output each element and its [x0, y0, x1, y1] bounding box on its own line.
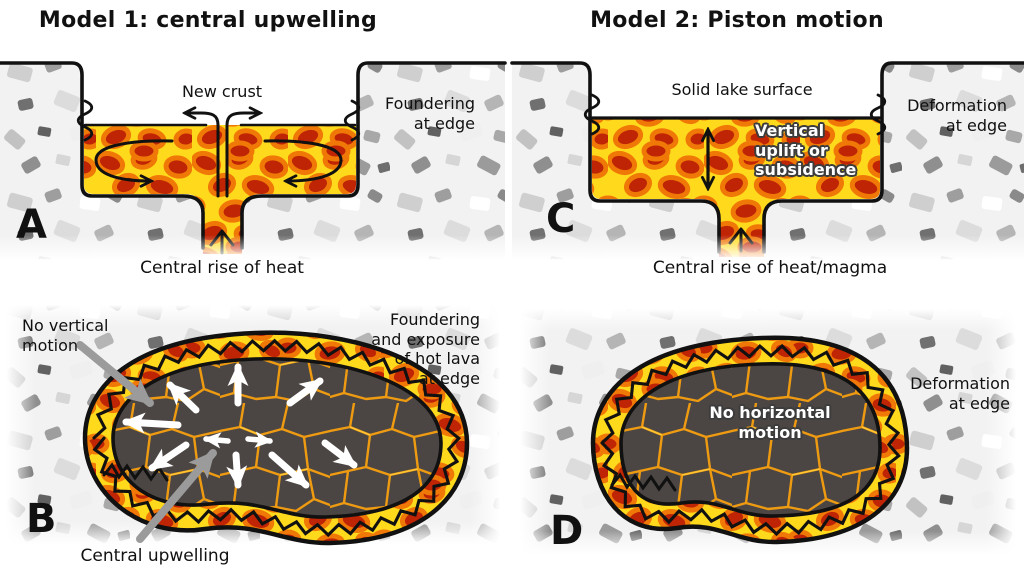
panel-c-figure: [510, 61, 1024, 260]
edge-squiggle-left: [76, 99, 94, 142]
convection-arrow-left: [94, 139, 174, 181]
bottom-fade: [512, 235, 1024, 260]
edge-squiggle-right: [869, 93, 887, 136]
panel-c-letter: C: [546, 196, 576, 242]
model2-title: Model 2: Piston motion: [590, 8, 884, 33]
rock-outline: [0, 61, 507, 250]
radial-arrow: [321, 439, 358, 469]
panel-a-figure: [0, 61, 507, 260]
radial-arrow: [166, 381, 200, 414]
rock-mass: [512, 63, 1024, 260]
crust-plates: [619, 362, 882, 518]
convection-arrows: [94, 139, 343, 181]
panel-b-figure: [6, 305, 500, 546]
foundering-exposure-label: Foundering and exposure of hot lava at e…: [371, 310, 480, 388]
radial-arrows: [122, 363, 358, 489]
lava-lake-cross-section: [84, 125, 356, 254]
radial-arrow: [148, 441, 190, 472]
deformation-at-edge-label-c: Deformation at edge: [907, 96, 1007, 135]
edge-squiggles: [76, 99, 361, 142]
zigzag-ring: [92, 338, 462, 538]
solid-lake-surface-label: Solid lake surface: [671, 80, 813, 99]
panel-a-caption: Central rise of heat: [140, 258, 304, 278]
panel-b-caption: Central upwelling: [80, 546, 230, 566]
extra-squiggle: [610, 472, 677, 492]
edge-squiggle-left: [583, 93, 601, 136]
rock-mass: [0, 63, 505, 260]
no-horizontal-motion-label: No horizontal motion: [709, 403, 831, 442]
radial-arrow: [226, 451, 248, 489]
radial-arrow: [122, 412, 182, 434]
pointer-arrows: [76, 341, 217, 543]
no-vertical-motion-label: No vertical motion: [22, 316, 109, 355]
bottom-fade: [0, 235, 505, 260]
upwelling-divergence-arrows: [186, 113, 259, 198]
convection-arrow-right: [263, 139, 343, 181]
panel-c-caption: Central rise of heat/magma: [652, 258, 888, 278]
center-arrows: [203, 431, 273, 449]
edge-squiggles: [583, 93, 887, 136]
no-vertical-pointer-arrow: [76, 341, 154, 407]
radial-arrow: [268, 451, 310, 489]
rock-outline: [510, 61, 1024, 254]
edge-squiggle-right: [343, 99, 361, 142]
radial-arrow: [286, 377, 324, 407]
foundering-at-edge-label: Foundering at edge: [384, 94, 475, 133]
central-upwelling-pointer-arrow: [136, 449, 217, 543]
panel-a-letter: A: [16, 202, 47, 248]
model1-title: Model 1: central upwelling: [38, 8, 378, 33]
vertical-uplift-label: Vertical uplift or subsidence: [755, 121, 857, 180]
panel-d-letter: D: [550, 508, 584, 554]
extra-squiggle: [102, 462, 169, 482]
panel-d-figure: [520, 309, 1016, 555]
deformation-at-edge-label-d: Deformation at edge: [910, 374, 1010, 413]
panel-b-letter: B: [26, 496, 57, 542]
lava-lake-cross-section: [592, 118, 880, 257]
new-crust-label: New crust: [181, 82, 263, 101]
zigzag-ring: [600, 343, 901, 537]
